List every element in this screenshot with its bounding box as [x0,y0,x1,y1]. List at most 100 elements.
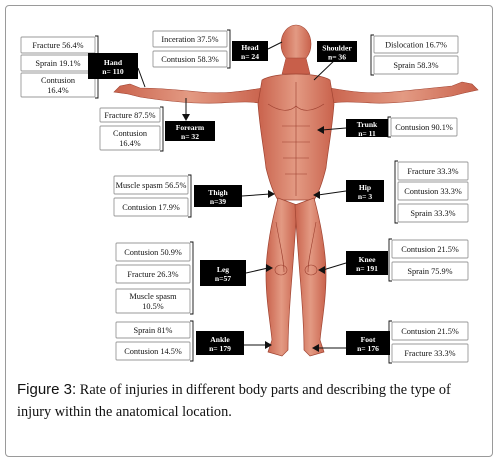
body-part-name: Thigh [208,188,228,197]
right-arm [327,81,479,105]
body-part-thigh: Muscle spasm 56.5% Contusion 17.9% Thighn=… [113,174,242,218]
human-figure-illustration [113,24,479,357]
injury-rate-label: Muscle spasm 56.5% [116,181,187,190]
grouping-bracket [388,238,392,282]
body-part-label-box [346,331,390,355]
body-part-name: Hand [104,58,123,67]
injury-rate-label: Sprain 81% [134,326,173,335]
injury-box [113,197,189,217]
injury-box [20,72,96,98]
injury-rate-label: Sprain 58.3% [393,61,438,70]
left-leg [265,197,298,357]
injury-box [99,107,161,123]
body-part-hip: Fracture 33.3%Contusion 33.3%Sprain 33.3… [346,160,469,224]
caption-label: Figure 3: [17,381,77,398]
grouping-bracket [188,174,192,218]
injury-rate-label: Contusion 90.1% [395,123,453,132]
muscle-lines [267,82,325,196]
body-part-name: Ankle [210,335,230,344]
body-part-label-box [200,260,246,286]
body-part-label-box [346,119,388,137]
grouping-bracket [190,241,194,315]
right-leg [294,197,327,357]
body-part-count: n= 110 [102,67,124,76]
caption-text: Rate of injuries in different body parts… [17,382,451,420]
body-part-name: Hip [359,183,371,192]
body-part-label-box [317,41,357,62]
body-part-name: Leg [217,265,229,274]
body-part-label-box [88,53,138,79]
body-part-count: n= 3 [358,192,372,201]
body-part-label-box [346,180,384,202]
injury-box [391,261,469,281]
body-part-name: Head [241,43,259,52]
injury-box [152,50,228,68]
body-part-label-box [194,185,242,207]
injury-rate-label: Dislocation 16.7% [385,41,447,50]
injury-box [99,125,161,151]
injury-box [391,239,469,259]
body-part-count: n= 179 [209,344,231,353]
injury-rate-label: Contusion 17.9% [122,203,180,212]
injury-rate-label: Contusion 21.5% [401,327,459,336]
injury-box [390,117,458,137]
body-part-count: n= 11 [358,129,376,138]
injury-box [397,161,469,181]
body-part-count: n= 24 [241,52,259,61]
grouping-bracket [227,29,231,69]
injury-rate-label: Fracture 87.5% [104,111,155,120]
injury-box [115,264,191,284]
body-part-name: Trunk [357,120,378,129]
grouping-bracket [394,160,398,224]
body-part-name: Knee [359,255,377,264]
injury-rate-label: Contusion 50.9% [124,248,182,257]
body-part-name: Forearm [176,123,205,132]
injury-box [373,35,459,54]
body-part-count: n= 32 [181,132,199,141]
injury-box [115,288,191,314]
injury-box [113,175,189,195]
injury-box [20,36,96,54]
body-part-count: n=57 [215,274,231,283]
body-part-count: n=39 [210,197,226,206]
injury-box [115,341,191,361]
injury-box [391,343,469,363]
injury-rate-label: Inceration 37.5% [161,35,218,44]
body-part-count: n= 176 [357,344,379,353]
leg-lines [274,221,318,276]
injury-box [397,203,469,223]
body-part-leg: Contusion 50.9% Fracture 26.3% Muscle spas… [115,241,246,315]
injury-rate-label: Contusion 33.3% [404,187,462,196]
body-part-label-box [346,251,388,275]
body-part-shoulder: Dislocation 16.7% Sprain 58.3% Shouldern= … [317,34,459,76]
injury-box [391,321,469,341]
grouping-bracket [370,34,374,76]
injury-rate-label: Contusion 58.3% [161,55,219,64]
body-part-label-box [165,121,215,141]
body-part-name: Shoulder [322,44,352,53]
grouping-bracket [160,106,164,152]
body-part-count: n= 191 [356,264,378,273]
body-part-count: n= 36 [328,53,346,62]
body-part-label-box [232,41,268,61]
figure-caption: Figure 3: Rate of injuries in different … [17,379,487,423]
injury-rate-label: Sprain 75.9% [407,267,452,276]
left-arm [113,83,265,105]
injury-rate-label: Sprain 19.1% [35,59,80,68]
injury-rate-label: Fracture 56.4% [32,41,83,50]
injury-box [397,181,469,201]
injury-rate-label: Fracture 33.3% [404,349,455,358]
head-shape [280,24,312,64]
injury-box [115,242,191,262]
body-part-label-box [196,331,244,355]
injury-rate-label: Fracture 26.3% [127,270,178,279]
